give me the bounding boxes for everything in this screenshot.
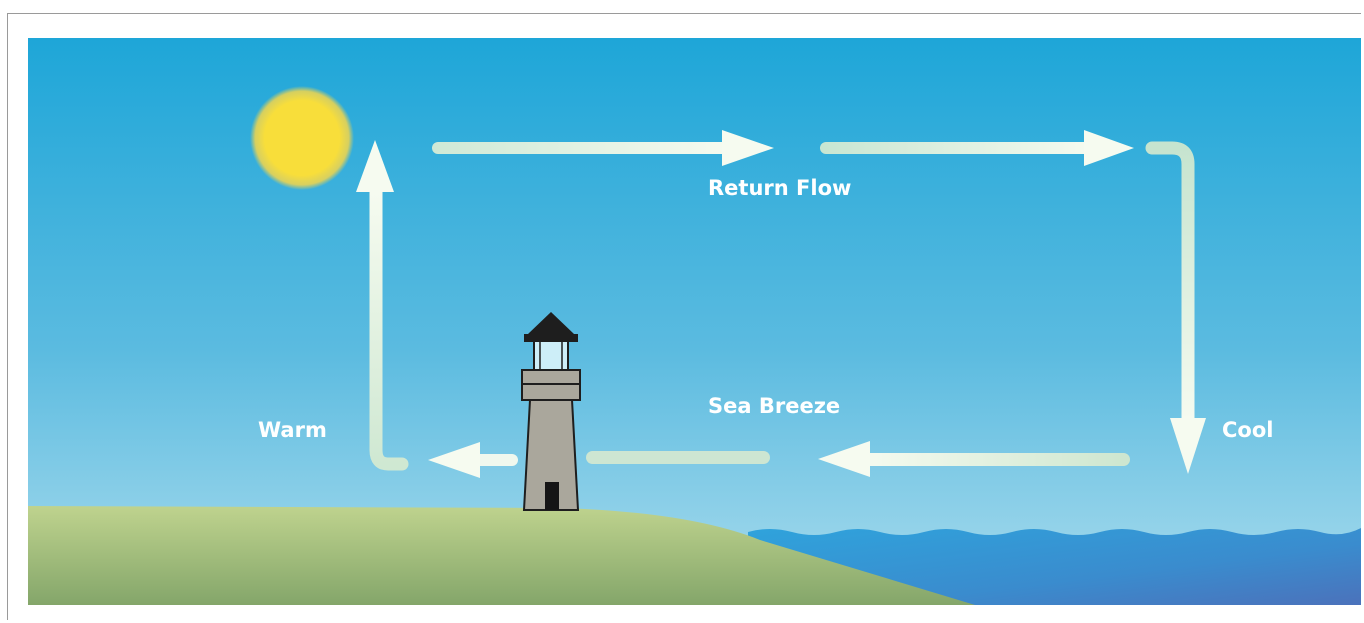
cool-label: Cool [1222, 418, 1273, 442]
sea-breeze-label: Sea Breeze [708, 394, 840, 418]
lighthouse-icon [522, 312, 580, 510]
sun-icon [250, 86, 354, 190]
sea-breeze-arrow-middle [586, 451, 770, 464]
warm-label: Warm [258, 418, 327, 442]
return-flow-label: Return Flow [708, 176, 851, 200]
